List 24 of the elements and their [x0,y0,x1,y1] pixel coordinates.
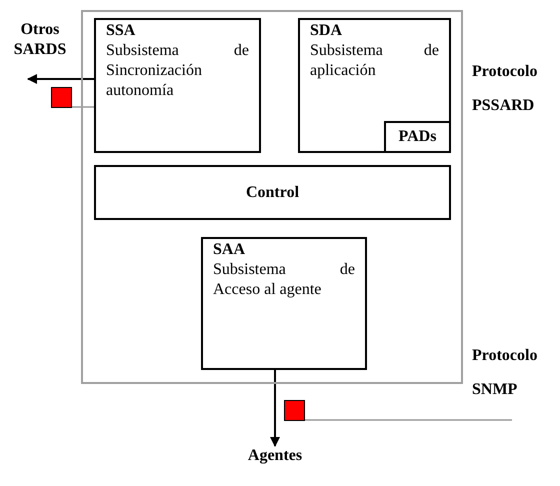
component-box: PADs [384,121,451,153]
subsystem-box [201,237,367,370]
protocol-label: Protocolo [472,346,538,366]
protocol-label: PSSARD [472,96,534,116]
subsystem-title: SSA [106,21,136,41]
subsystem-box [298,18,451,153]
protocol-label: SNMP [472,380,518,400]
connector-line [305,419,512,421]
subsystem-description: Subsistema de Sincronización autonomía [106,41,249,101]
subsystem-box [94,18,261,153]
arrow [27,74,94,84]
subsystem-title: SAA [213,240,246,260]
arrow [270,370,280,447]
subsystem-description: Subsistema de aplicación [310,41,439,81]
component-box: Control [94,165,451,220]
subsystem-title: SDA [310,21,344,41]
interface-square [284,400,305,421]
endpoint-label: Agentes [232,446,318,470]
subsystem-description: Subsistema de Acceso al agente [213,260,355,300]
connector-line [72,106,94,108]
protocol-label: Protocolo [472,62,538,82]
system-frame [81,10,463,384]
interface-square [51,87,72,108]
endpoint-label: Otros SARDS [8,20,72,79]
